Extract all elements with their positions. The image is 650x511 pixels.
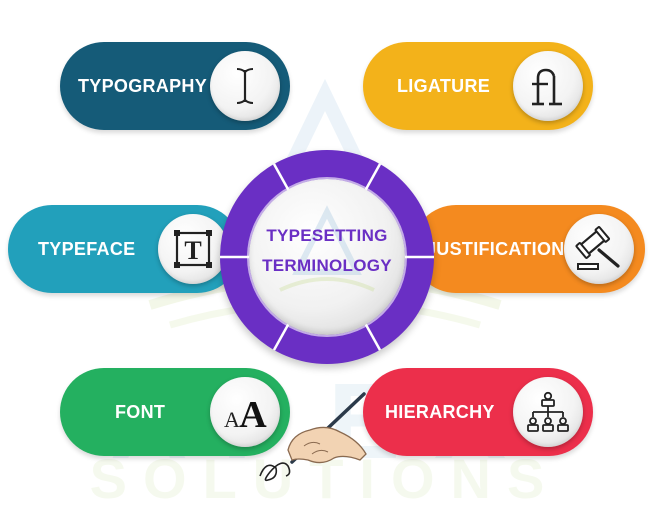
center-hub: TYPESETTING TERMINOLOGY (220, 150, 434, 364)
item-font: FONT A A (60, 368, 290, 456)
font-size-icon: A A (210, 377, 280, 447)
hub-title-line-1: TYPESETTING (266, 226, 388, 245)
font-glyph-large: A (239, 394, 267, 435)
item-justification-label: JUSTIFICATION (426, 239, 565, 259)
pen-scribble (259, 462, 291, 482)
hand-icon (287, 426, 367, 464)
item-typography: TYPOGRAPHY (60, 42, 290, 130)
hub-watermark (279, 205, 375, 292)
hub-dividers (220, 163, 434, 351)
text-cursor-icon (210, 51, 280, 121)
item-justification: JUSTIFICATION (412, 205, 645, 293)
hand-writing-illustration (259, 392, 367, 482)
item-ligature: LIGATURE (363, 42, 593, 130)
item-hierarchy-label: HIERARCHY (385, 402, 495, 422)
org-chart-icon (513, 377, 583, 447)
item-typeface-label: TYPEFACE (38, 239, 136, 259)
item-ligature-label: LIGATURE (397, 76, 491, 96)
item-hierarchy: HIERARCHY (363, 368, 593, 456)
hub-inner-disc (249, 179, 405, 335)
text-frame-icon: T (158, 214, 228, 284)
hub-title-line-2: TERMINOLOGY (262, 256, 392, 275)
ligature-fl-icon (513, 51, 583, 121)
item-font-label: FONT (115, 402, 166, 422)
font-glyph-small: A (224, 407, 240, 432)
item-typography-label: TYPOGRAPHY (78, 76, 208, 96)
gavel-icon (564, 214, 634, 284)
typeface-glyph: T (184, 236, 201, 265)
item-typeface: TYPEFACE T (8, 205, 241, 293)
